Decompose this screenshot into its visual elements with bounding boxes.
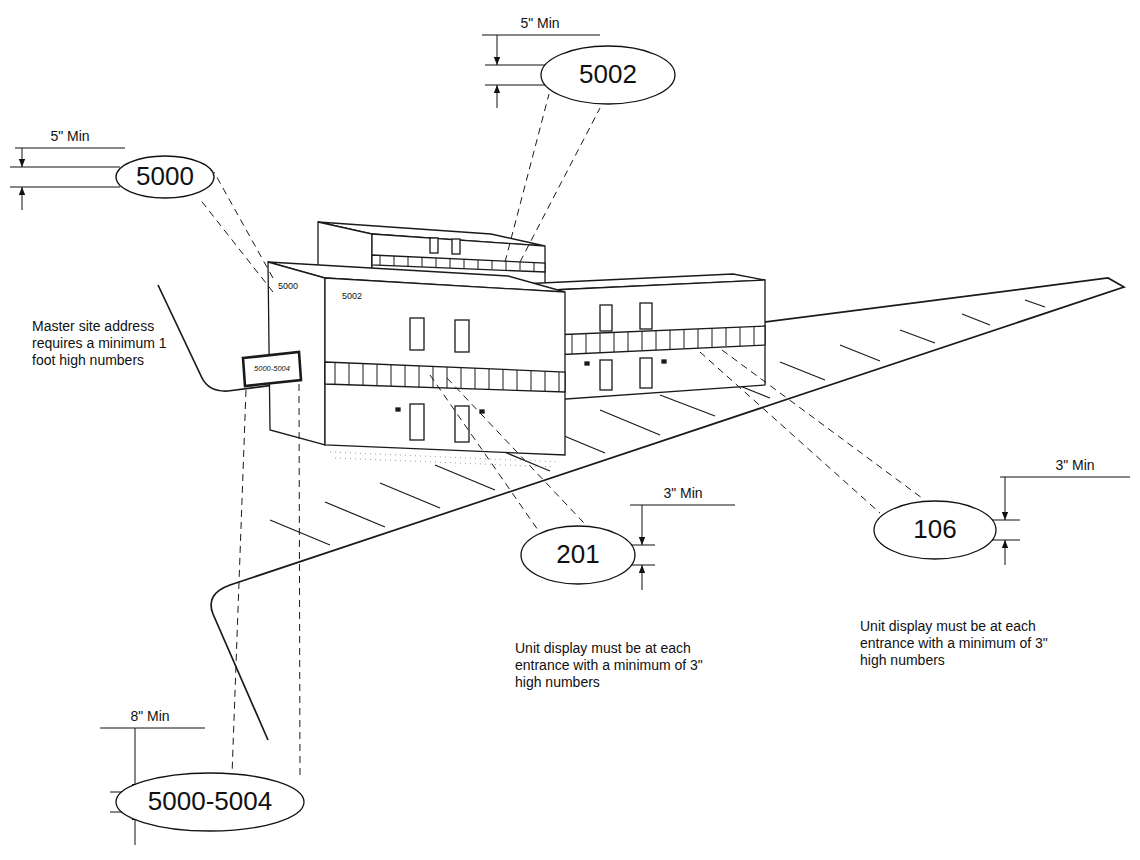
sign-panel: [243, 352, 301, 386]
light: [585, 362, 589, 365]
door: [410, 404, 424, 440]
dimension-label: 5" Min: [520, 15, 559, 32]
railing: [335, 363, 559, 392]
dimension-arrow: [642, 505, 643, 545]
dimension-line: [482, 35, 600, 36]
wall-address: 5002: [342, 291, 362, 302]
light: [480, 410, 484, 413]
dimension-label: 3" Min: [1055, 457, 1094, 474]
leader-line: [505, 94, 600, 262]
door: [455, 320, 469, 352]
callout-ellipse: 5000-5004: [115, 772, 305, 832]
leader-line: [700, 350, 922, 513]
dimension-label: 5" Min: [50, 128, 89, 145]
door: [455, 406, 469, 442]
ground-shadow: [330, 452, 560, 467]
door: [600, 360, 612, 390]
dimension-arrow: [135, 728, 136, 792]
leader-line: [232, 384, 300, 778]
monument-sign: [243, 352, 301, 386]
dimension-arrow: [22, 148, 23, 167]
dimension-arrow: [497, 35, 498, 65]
door: [640, 358, 652, 388]
callout-ellipse: 106: [873, 500, 997, 560]
leader-line: [430, 375, 584, 530]
door: [640, 303, 652, 329]
dimension-line: [630, 505, 735, 506]
dimension-line: [15, 148, 125, 149]
callout-ellipse: 201: [520, 525, 636, 585]
dimension-lines: [10, 35, 1130, 845]
ellipse-outline: [521, 526, 635, 584]
light: [396, 408, 400, 411]
dimension-line: [100, 728, 205, 729]
ellipse-outline: [116, 773, 304, 831]
address-number: 106: [913, 515, 956, 545]
railing: [558, 327, 754, 354]
address-number: 201: [556, 540, 599, 570]
address-number: 5002: [579, 60, 637, 90]
extension-line: [10, 167, 120, 187]
dimension-label: 8" Min: [130, 708, 169, 725]
door: [430, 238, 438, 253]
dimension-arrow: [1005, 540, 1006, 565]
callout-ellipse: 5000: [115, 155, 215, 199]
extension-line: [485, 65, 545, 85]
door: [410, 318, 424, 350]
dimension-label: 3" Min: [663, 485, 702, 502]
railing: [380, 256, 534, 271]
dimension-arrow: [497, 85, 498, 108]
dimension-line: [1000, 477, 1130, 478]
callout-leaders: [199, 94, 922, 778]
dimension-arrow: [642, 565, 643, 590]
wall-address: 5000: [278, 281, 298, 292]
note-text: Master site address requires a minimum 1…: [32, 318, 180, 369]
sign-address: 5000-5004: [254, 364, 290, 373]
address-number: 5000: [136, 162, 194, 192]
address-number: 5000-5004: [148, 787, 272, 817]
door: [452, 239, 460, 254]
note-text: Unit display must be at each entrance wi…: [515, 640, 730, 691]
dimension-arrow: [1005, 477, 1006, 520]
note-text: Unit display must be at each entrance wi…: [860, 618, 1075, 669]
balcony: [552, 326, 765, 355]
leader-line: [199, 172, 273, 292]
wall: [552, 280, 765, 400]
ellipse-outline: [541, 46, 675, 104]
dimension-arrow: [22, 187, 23, 210]
ellipse-outline: [874, 501, 996, 559]
door: [600, 305, 612, 331]
building-front: [268, 262, 565, 467]
callout-ellipse: 5002: [540, 45, 676, 105]
wall: [325, 278, 565, 455]
balcony: [325, 362, 565, 392]
ellipse-outline: [116, 156, 214, 198]
light: [662, 360, 666, 363]
